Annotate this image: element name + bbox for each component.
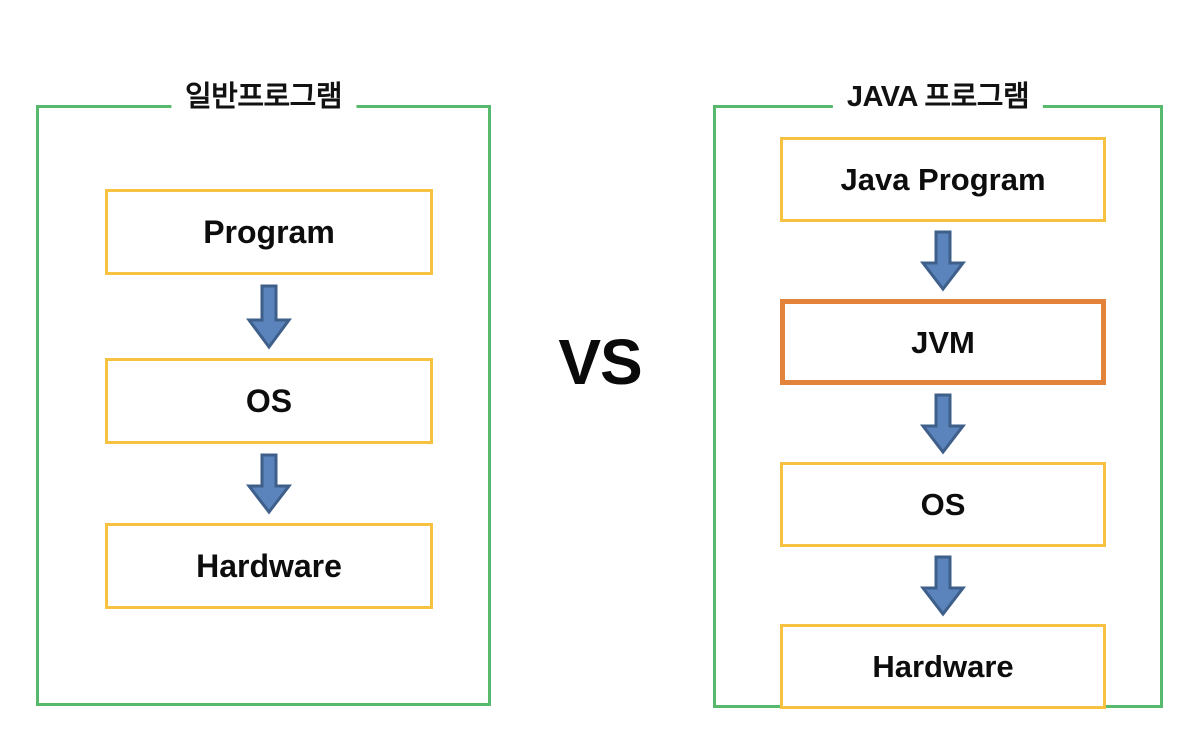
node-program: Program	[105, 189, 433, 275]
node-hardware: Hardware	[780, 624, 1106, 709]
panel-java-program: JAVA 프로그램	[713, 83, 1163, 708]
panel-title-general-program: 일반프로그램	[170, 83, 357, 112]
node-os: OS	[105, 358, 433, 444]
node-java-program: Java Program	[780, 137, 1106, 222]
flow-general-program: Program OS Hardware	[105, 189, 433, 609]
node-label-hardware: Hardware	[196, 548, 342, 584]
node-jvm: JVM	[780, 299, 1106, 385]
node-hardware: Hardware	[105, 523, 433, 609]
node-label-hardware: Hardware	[872, 649, 1014, 684]
node-label-program: Program	[203, 214, 335, 250]
node-label-os: OS	[920, 487, 966, 522]
node-label-os: OS	[245, 383, 293, 419]
node-label-jvm: JVM	[911, 324, 975, 360]
down-arrow-icon	[919, 555, 967, 617]
node-os: OS	[780, 462, 1106, 547]
node-label-java-program: Java Program	[840, 162, 1046, 197]
flow-java-program: Java Program JVM OS Hardware	[780, 137, 1106, 709]
panel-title-java-program: JAVA 프로그램	[832, 83, 1044, 112]
down-arrow-icon	[919, 393, 967, 455]
down-arrow-icon	[245, 453, 293, 515]
panel-general-program: 일반프로그램	[36, 83, 491, 706]
vs-label: VS	[558, 326, 642, 398]
down-arrow-icon	[246, 284, 292, 350]
down-arrow-icon	[919, 230, 967, 292]
